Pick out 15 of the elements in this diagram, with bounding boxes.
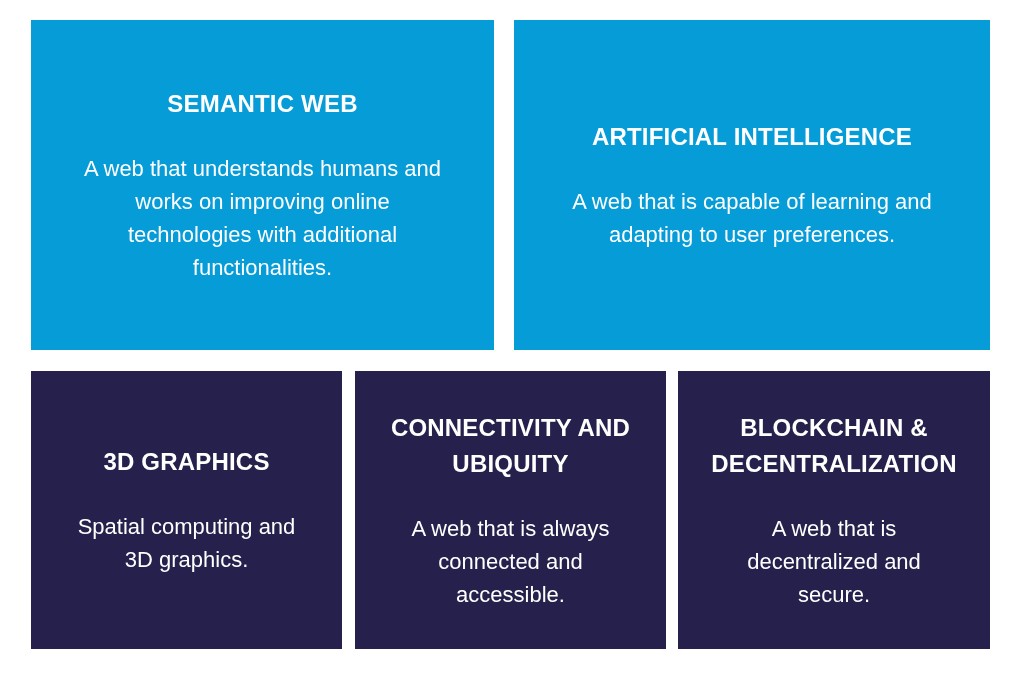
panel-heading: BLOCKCHAIN & DECENTRALIZATION	[710, 412, 958, 479]
info-panel	[514, 20, 990, 350]
info-panel	[355, 371, 666, 649]
panel-heading: SEMANTIC WEB	[167, 89, 358, 119]
info-panel	[678, 371, 990, 649]
panel-description: A web that is decentralized and secure.	[746, 514, 922, 609]
info-panel	[31, 20, 494, 350]
info-panel	[31, 371, 342, 649]
panel-description: A web that understands humans and works on improving online technologies with additional functionalities.	[82, 155, 443, 282]
panel-heading: 3D GRAPHICS	[103, 447, 270, 477]
panel-description: A web that is always connected and accessible.	[410, 514, 611, 609]
panel-description: A web that is capable of learning and adapting to user preferences.	[571, 188, 933, 249]
panel-description: Spatial computing and 3D graphics.	[76, 513, 297, 574]
panel-heading: CONNECTIVITY AND UBIQUITY	[389, 412, 632, 479]
panel-heading: ARTIFICIAL INTELLIGENCE	[591, 122, 913, 152]
